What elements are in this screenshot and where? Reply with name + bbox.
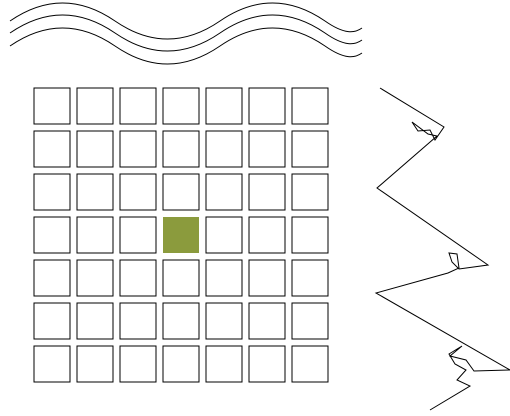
grid-cell[interactable] — [206, 303, 242, 339]
grid-cell[interactable] — [77, 131, 113, 167]
grid-cell[interactable] — [163, 346, 199, 382]
grid-cell[interactable] — [206, 217, 242, 253]
wavy-line-2 — [10, 15, 362, 51]
grid-cell[interactable] — [34, 346, 70, 382]
grid-cell[interactable] — [292, 346, 328, 382]
grid-cell[interactable] — [292, 260, 328, 296]
grid-cell[interactable] — [120, 88, 156, 124]
grid-cell[interactable] — [34, 131, 70, 167]
grid-cell[interactable] — [34, 303, 70, 339]
grid-cell[interactable] — [34, 88, 70, 124]
grid-cell[interactable] — [292, 131, 328, 167]
wavy-lines-decoration — [10, 3, 362, 64]
grid-cell[interactable] — [120, 303, 156, 339]
zigzag-line-decoration — [376, 88, 510, 410]
grid-cell[interactable] — [163, 260, 199, 296]
grid-cell[interactable] — [206, 174, 242, 210]
grid-cell[interactable] — [292, 303, 328, 339]
game-grid — [34, 88, 328, 382]
grid-cell[interactable] — [120, 131, 156, 167]
grid-cell[interactable] — [120, 217, 156, 253]
grid-cell[interactable] — [249, 260, 285, 296]
grid-cell[interactable] — [120, 174, 156, 210]
grid-cell[interactable] — [120, 260, 156, 296]
grid-cell[interactable] — [163, 88, 199, 124]
grid-cell[interactable] — [249, 217, 285, 253]
grid-cell[interactable] — [34, 217, 70, 253]
grid-cell[interactable] — [77, 260, 113, 296]
grid-cell[interactable] — [77, 217, 113, 253]
grid-cell[interactable] — [77, 174, 113, 210]
grid-cell[interactable] — [249, 346, 285, 382]
grid-cell-highlighted[interactable] — [163, 217, 199, 253]
grid-cell[interactable] — [34, 260, 70, 296]
grid-cell[interactable] — [77, 346, 113, 382]
grid-cell[interactable] — [249, 303, 285, 339]
grid-cell[interactable] — [292, 88, 328, 124]
grid-cell[interactable] — [206, 346, 242, 382]
grid-cell[interactable] — [292, 174, 328, 210]
grid-cell[interactable] — [34, 174, 70, 210]
grid-cell[interactable] — [292, 217, 328, 253]
grid-cell[interactable] — [206, 88, 242, 124]
grid-cell[interactable] — [77, 88, 113, 124]
grid-cell[interactable] — [206, 131, 242, 167]
grid-cell[interactable] — [77, 303, 113, 339]
grid-cell[interactable] — [206, 260, 242, 296]
grid-cell[interactable] — [249, 174, 285, 210]
grid-cell[interactable] — [249, 131, 285, 167]
wavy-line-3 — [10, 28, 362, 64]
grid-cell[interactable] — [249, 88, 285, 124]
grid-cell[interactable] — [120, 346, 156, 382]
grid-cell[interactable] — [163, 131, 199, 167]
wavy-line-1 — [10, 3, 362, 39]
zigzag-line — [376, 88, 510, 410]
grid-cell[interactable] — [163, 303, 199, 339]
grid-cell[interactable] — [163, 174, 199, 210]
